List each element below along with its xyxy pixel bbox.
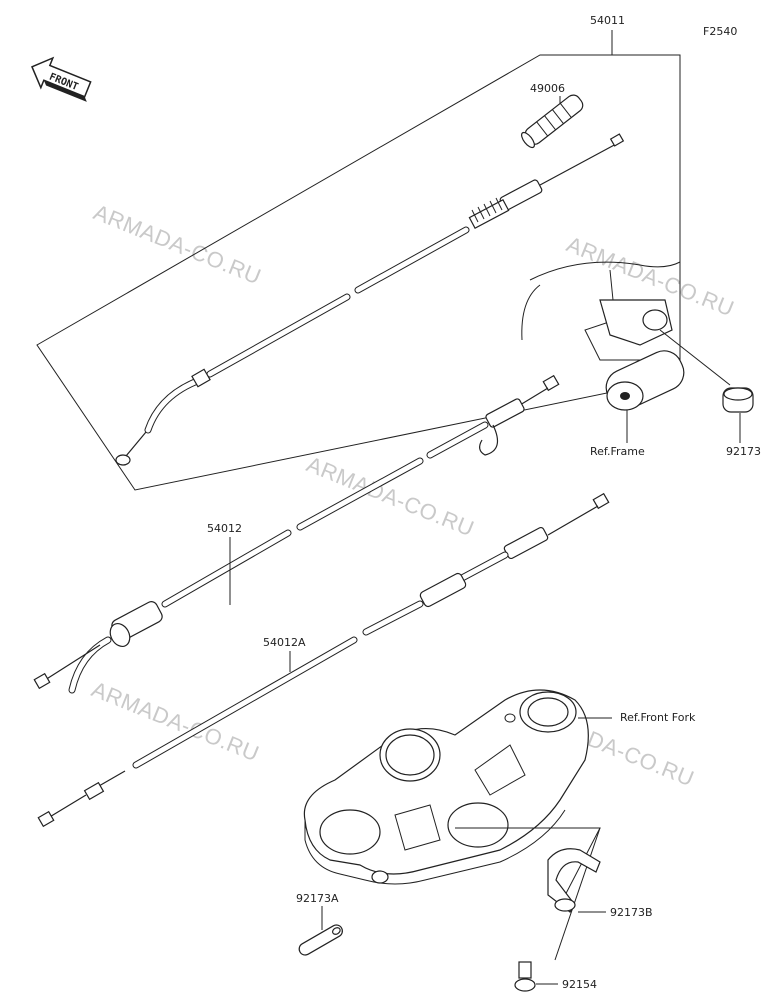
label-ref-front-fork: Ref.Front Fork (620, 711, 696, 724)
watermark-1: ARMADA-CO.RU (90, 199, 265, 289)
part-92173A-clip (298, 924, 343, 956)
watermark-group: ARMADA-CO.RU ARMADA-CO.RU ARMADA-CO.RU A… (88, 199, 738, 791)
part-92173B-clamp (547, 848, 601, 913)
front-arrow-icon: FRONT (31, 56, 92, 102)
diagram-code: F2540 (703, 25, 737, 38)
frame-bracket (521, 261, 731, 411)
leader-fork-bolt (554, 827, 601, 961)
cable-54011 (115, 133, 625, 466)
label-54012: 54012 (207, 522, 242, 535)
part-92154-bolt (514, 961, 536, 992)
assembly-54011-outline (36, 30, 681, 491)
watermark-4: ARMADA-CO.RU (88, 676, 263, 766)
label-92173B: 92173B (610, 906, 653, 919)
watermark-3: ARMADA-CO.RU (303, 451, 478, 541)
cable-54012 (33, 374, 560, 694)
label-92173: 92173 (726, 445, 761, 458)
part-92173-clamp (722, 387, 754, 413)
label-54011: 54011 (590, 14, 625, 27)
cable-54012A (37, 492, 610, 828)
label-92173A: 92173A (296, 892, 339, 905)
label-49006: 49006 (530, 82, 565, 95)
label-ref-frame: Ref.Frame (590, 445, 645, 458)
label-54012A: 54012A (263, 636, 306, 649)
part-49006-boot (521, 94, 584, 149)
label-92154: 92154 (562, 978, 597, 991)
